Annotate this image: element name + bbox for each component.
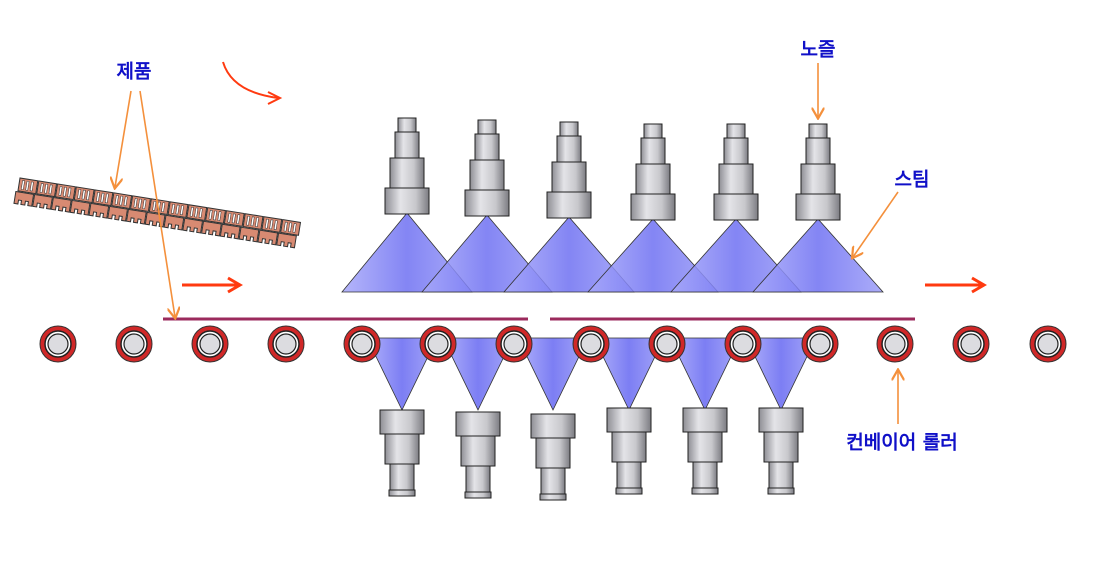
nozzle — [630, 123, 676, 221]
steam-cone — [669, 337, 741, 411]
product-link — [219, 210, 245, 240]
nozzle-label: 노즐 — [800, 38, 836, 61]
nozzle — [455, 411, 501, 499]
conveyor-roller — [419, 325, 457, 363]
leader-line — [853, 191, 899, 257]
leader-line — [139, 90, 175, 317]
bottom-nozzles — [379, 407, 804, 501]
nozzle — [758, 407, 804, 495]
curved-arrow-icon — [222, 61, 283, 105]
product-link — [50, 183, 76, 213]
steam-cone — [745, 337, 817, 411]
product-label: 제품 — [116, 60, 152, 83]
steam-label: 스팀 — [894, 168, 930, 191]
nozzle — [606, 407, 652, 495]
nozzle — [682, 407, 728, 495]
nozzle — [530, 413, 576, 501]
conveyor-roller — [876, 325, 914, 363]
steam-cone — [421, 214, 553, 293]
conveyor-roller — [267, 325, 305, 363]
flow-arrows — [182, 61, 987, 294]
conveyor-roller — [343, 325, 381, 363]
steam-cone — [752, 218, 884, 293]
conveyor-roller — [39, 325, 77, 363]
product-link — [107, 192, 133, 222]
steam-cone — [517, 337, 589, 411]
product-link — [201, 207, 227, 237]
product-strip — [13, 177, 302, 249]
product-link — [125, 195, 151, 225]
conveyor-roller-label: 컨베이어 롤러 — [846, 431, 958, 454]
top-nozzles — [341, 117, 884, 293]
steam-cone — [503, 216, 635, 293]
leader-lines — [115, 63, 898, 424]
conveyor-roller — [724, 325, 762, 363]
product-link — [276, 219, 302, 249]
product-link — [163, 201, 189, 231]
conveyor-roller — [952, 325, 990, 363]
nozzle — [379, 409, 425, 497]
leader-line — [115, 90, 132, 187]
conveyor-roller — [191, 325, 229, 363]
nozzle — [464, 119, 510, 217]
product-link — [13, 177, 39, 207]
product-link — [88, 189, 114, 219]
product-link — [182, 204, 208, 234]
conveyor-roller — [115, 325, 153, 363]
conveyor-roller — [1029, 325, 1067, 363]
steam-cone — [366, 337, 438, 411]
steam-cone — [442, 337, 514, 411]
conveyor-roller — [572, 325, 610, 363]
direction-arrow-icon — [182, 276, 243, 294]
conveyor-rollers — [39, 325, 1067, 363]
conveyor-roller — [495, 325, 533, 363]
conveyor-roller — [801, 325, 839, 363]
direction-arrow-icon — [925, 276, 987, 294]
steam-cone — [670, 218, 802, 293]
product-link — [69, 186, 95, 216]
product-link — [257, 216, 283, 246]
nozzle — [795, 123, 841, 221]
bottom-steam-cones — [366, 337, 817, 411]
nozzle — [546, 121, 592, 219]
product-link — [32, 180, 58, 210]
nozzle — [384, 117, 430, 215]
steam-cone — [593, 337, 665, 411]
steam-cone — [587, 218, 719, 293]
product-link — [238, 213, 264, 243]
conveyor-roller — [648, 325, 686, 363]
nozzle — [713, 123, 759, 221]
